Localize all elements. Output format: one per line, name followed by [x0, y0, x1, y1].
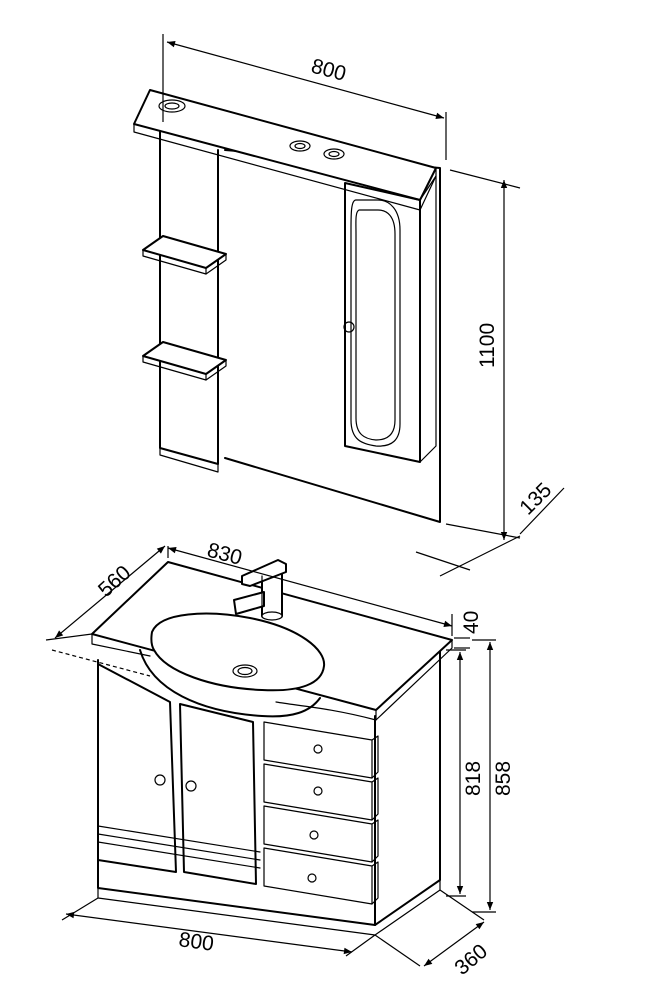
dim-top-depth: 560	[94, 561, 135, 602]
mirror-cabinet	[133, 89, 441, 523]
dim-cabinet-depth: 360	[450, 940, 492, 980]
dim-cabinet-width: 800	[177, 928, 215, 956]
vanity-cabinet	[51, 559, 453, 936]
drain-icon	[232, 664, 258, 678]
knob-icon	[307, 873, 317, 883]
dim-mirror-width: 800	[309, 55, 349, 86]
knob-icon	[343, 321, 355, 333]
light-icon	[289, 140, 311, 152]
knob-icon	[154, 774, 166, 786]
knob-icon	[185, 780, 197, 792]
cabinet-door-left	[97, 663, 177, 873]
cabinet-door-right	[179, 703, 257, 885]
dim-top-width: 830	[205, 539, 245, 570]
dim-cabinet-height-inner: 818	[462, 761, 485, 796]
knob-icon	[313, 786, 323, 796]
light-icon	[323, 148, 345, 160]
dim-cabinet-height-total: 858	[492, 761, 515, 796]
knob-icon	[309, 830, 319, 840]
dim-mirror-depth: 135	[515, 478, 556, 519]
shelf-lower	[142, 341, 227, 375]
dim-top-thickness: 40	[460, 611, 483, 634]
knob-icon	[313, 744, 323, 754]
shelf-upper	[142, 235, 227, 269]
dimension-lines	[45, 34, 565, 967]
dim-mirror-height: 1100	[476, 323, 499, 368]
